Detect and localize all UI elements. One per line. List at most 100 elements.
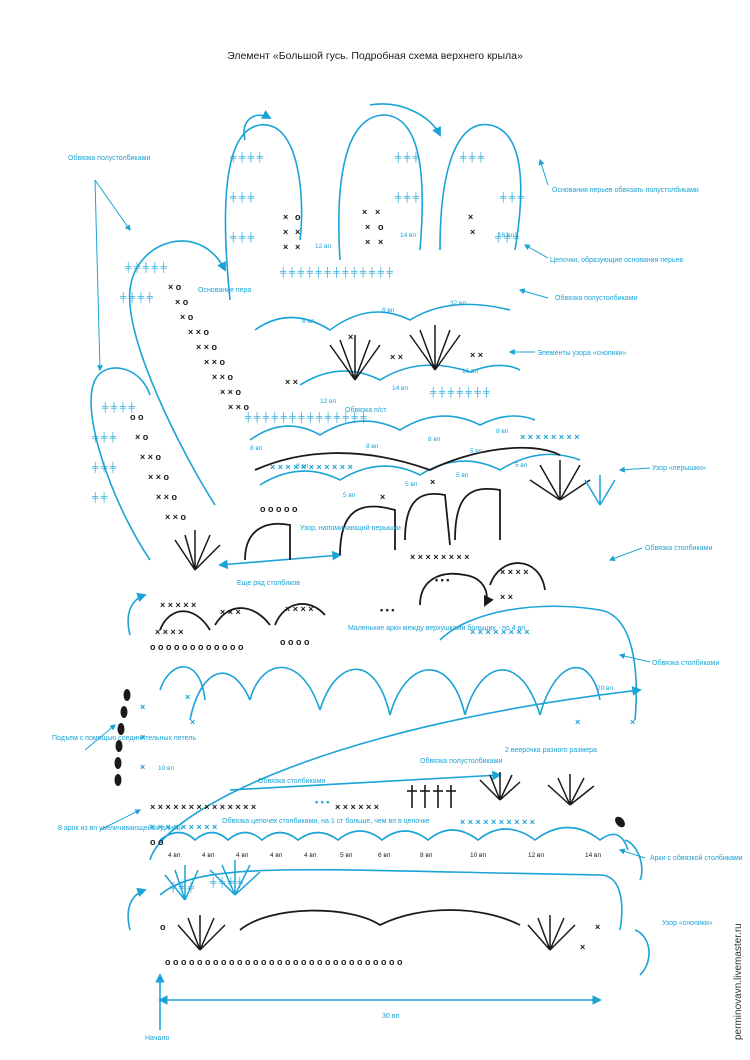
- svg-text:╪ ╪ ╪: ╪ ╪ ╪: [91, 431, 117, 443]
- svg-text:× × o: × × o: [148, 472, 170, 482]
- svg-text:× o: × o: [180, 312, 194, 322]
- count-row-a-2: 8 вп: [382, 307, 395, 314]
- svg-text:× × × ×: × × × ×: [285, 604, 314, 614]
- svg-text:╪ ╪ ╪ ╪: ╪ ╪ ╪ ╪: [119, 291, 154, 303]
- svg-text:╪ ╪ ╪: ╪ ╪ ╪: [91, 461, 117, 473]
- svg-text:o o o o: o o o o: [280, 637, 310, 647]
- count-chain-1: 4 вп: [168, 852, 181, 859]
- svg-text:× × o: × × o: [140, 452, 162, 462]
- count-chain-5: 4 вп: [304, 852, 317, 859]
- svg-text:×: ×: [468, 212, 473, 222]
- svg-text:×: ×: [283, 227, 288, 237]
- svg-text:o o: o o: [150, 837, 164, 847]
- count-arc-big-right: 20 вп: [597, 685, 613, 692]
- svg-text:• • •: • • •: [380, 605, 394, 615]
- count-row-d-1: 5 вп: [343, 492, 356, 499]
- svg-text:×: ×: [365, 222, 370, 232]
- svg-text:× × o: × × o: [228, 402, 250, 412]
- count-row-d-5: 5 вп: [470, 448, 483, 455]
- count-row-c-4: 8 вп: [496, 428, 509, 435]
- svg-text:o o o o o o o o o o o o: o o o o o o o o o o o o: [150, 642, 244, 652]
- count-feather-3: 16 вп: [498, 232, 514, 239]
- svg-text:×: ×: [430, 477, 435, 487]
- svg-text:×: ×: [380, 492, 385, 502]
- svg-text:× × o: × × o: [204, 357, 226, 367]
- svg-text:× × o: × × o: [165, 512, 187, 522]
- label-tridtsat-vp: 30 вп: [382, 1013, 399, 1020]
- svg-text:× × × × × × × × × × × × × ×: × × × × × × × × × × × × × ×: [150, 802, 256, 812]
- svg-text:o o: o o: [130, 412, 144, 422]
- svg-text:× × o: × × o: [196, 342, 218, 352]
- svg-text:╪ ╪ ╪: ╪ ╪ ╪: [229, 231, 255, 243]
- svg-text:×: ×: [365, 237, 370, 247]
- count-chain-2: 4 вп: [202, 852, 215, 859]
- label-arki-s-obvyazkoy: Арки с обвязкой столбиками: [650, 854, 743, 862]
- svg-text:×: ×: [362, 207, 367, 217]
- svg-text:× × o: × × o: [156, 492, 178, 502]
- count-row-a-1: 8 вп: [302, 318, 315, 325]
- diagram-title: Элемент «Большой гусь. Подробная схема в…: [227, 50, 523, 62]
- count-feather-2: 14 вп: [400, 232, 416, 239]
- svg-text:╪ ╪ ╪: ╪ ╪ ╪: [459, 151, 485, 163]
- count-row-d-3: 5 вп: [456, 472, 469, 479]
- count-chain-3: 4 вп: [236, 852, 249, 859]
- svg-text:╪ ╪ ╪: ╪ ╪ ╪: [229, 191, 255, 203]
- label-uzor-peryshki: Узор «перышки»: [652, 465, 706, 472]
- count-chain-7: 6 вп: [378, 852, 391, 859]
- svg-text:× × × × × × × ×: × × × × × × × ×: [520, 432, 580, 442]
- count-arc-big-left: 10 вп: [158, 765, 174, 772]
- svg-text:×: ×: [378, 237, 383, 247]
- svg-text:× × o: × × o: [220, 387, 242, 397]
- svg-text:o: o: [295, 212, 301, 222]
- svg-text:╪ ╪ ╪ ╪ ╪: ╪ ╪ ╪ ╪ ╪: [124, 261, 168, 273]
- svg-text:×: ×: [140, 762, 145, 772]
- svg-text:╪ ╪ ╪ ╪ ╪ ╪ ╪ ╪ ╪ ╪ ╪ ╪ ╪: ╪ ╪ ╪ ╪ ╪ ╪ ╪ ╪ ╪ ╪ ╪ ╪ ╪: [279, 266, 394, 278]
- svg-text:× o: × o: [175, 297, 189, 307]
- count-feather-1: 12 вп: [315, 243, 331, 250]
- svg-text:× × o: × × o: [212, 372, 234, 382]
- svg-text:o: o: [160, 922, 166, 932]
- count-chain-11: 14 вп: [585, 852, 601, 859]
- svg-text:× × × × × × × × ×: × × × × × × × × ×: [150, 822, 217, 832]
- label-vosem-arok: 8 арок из вп увеличивающейся длины: [58, 824, 182, 832]
- svg-text:× × o: × × o: [188, 327, 210, 337]
- svg-text:×: ×: [295, 242, 300, 252]
- label-obvyazka-polustolbikami-right: Обвязка полустолбиками: [555, 294, 637, 302]
- svg-text:o o o o o o o o o o o o o o o: o o o o o o o o o o o o o o o o o o o o …: [165, 957, 403, 967]
- svg-text:×: ×: [283, 242, 288, 252]
- svg-text:╪ ╪ ╪: ╪ ╪ ╪: [499, 191, 525, 203]
- svg-text:× × × × × × × ×: × × × × × × × ×: [470, 627, 530, 637]
- svg-text:╪ ╪ ╪ ╪: ╪ ╪ ╪ ╪: [229, 151, 264, 163]
- count-row-d-4: 5 вп: [515, 462, 528, 469]
- svg-text:× ×: × ×: [390, 352, 403, 362]
- count-row-c-2: 8 вп: [366, 443, 379, 450]
- count-row-c-1: 8 вп: [296, 463, 309, 470]
- svg-text:× ×: × ×: [500, 592, 513, 602]
- label-obvyazka-stolbikami-1: Обвязка столбиками: [645, 544, 712, 552]
- svg-text:╪ ╪ ╪ ╪ ╪ ╪ ╪ ╪ ╪ ╪ ╪ ╪ ╪ ╪: ╪ ╪ ╪ ╪ ╪ ╪ ╪ ╪ ╪ ╪ ╪ ╪ ╪ ╪: [244, 411, 367, 423]
- count-chain-4: 4 вп: [270, 852, 283, 859]
- count-row-d-2: 5 вп: [405, 481, 418, 488]
- svg-text:×: ×: [140, 732, 145, 742]
- chain-counts: 12 вп 14 вп 16 вп 8 вп 8 вп 32 вп 12 вп …: [158, 232, 613, 859]
- svg-text:× × × × ×: × × × × ×: [160, 600, 196, 610]
- svg-text:× × × × × × × × × × ×: × × × × × × × × × × ×: [270, 462, 353, 472]
- label-obvyazka-tsepochek: Обвязка цепочек столбиками, на 1 ст боль…: [222, 817, 430, 825]
- count-row-b-1: 12 вп: [320, 398, 336, 405]
- tall-stitches: [407, 785, 456, 808]
- svg-text:× × × × × ×: × × × × × ×: [335, 802, 379, 812]
- feather-outlines: [90, 103, 650, 1030]
- svg-text:• • •: • • •: [435, 575, 449, 585]
- count-row-a-3: 32 вп: [450, 300, 466, 307]
- svg-text:╪ ╪ ╪ ╪: ╪ ╪ ╪ ╪: [101, 401, 136, 413]
- svg-text:╪ ╪ ╪: ╪ ╪ ╪: [394, 191, 420, 203]
- count-row-c-5: 8 вп: [250, 445, 263, 452]
- label-obvyazka-stolbikami-3: Обвязка столбиками: [258, 777, 325, 785]
- svg-text:×: ×: [190, 717, 195, 727]
- pointer-lines: [84, 158, 651, 859]
- label-malenkie-arki: Маленькие арки между верхушками больших …: [348, 624, 525, 632]
- svg-text:╪ ╪: ╪ ╪: [91, 491, 108, 503]
- svg-text:×: ×: [295, 227, 300, 237]
- filled-ovals: [114, 689, 625, 828]
